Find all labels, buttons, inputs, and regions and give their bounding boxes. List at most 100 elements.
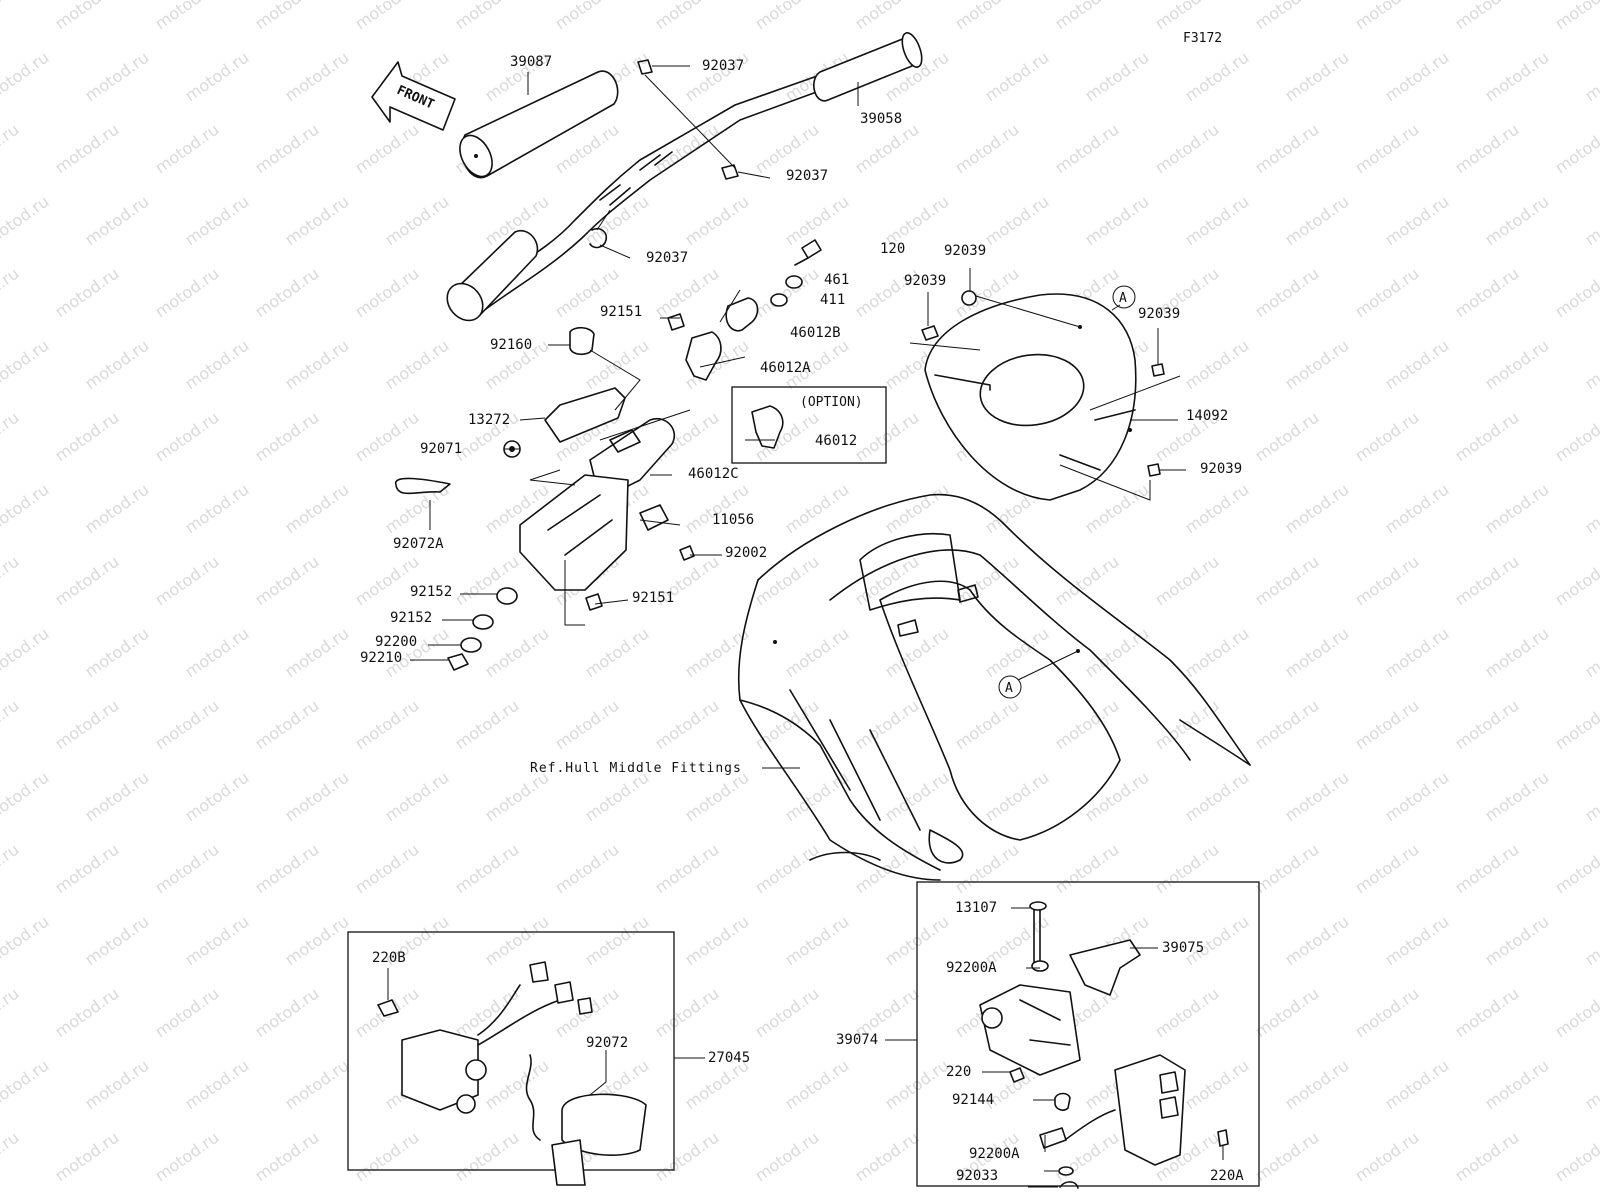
part-number-label: 92002 bbox=[725, 545, 767, 561]
watermark-text: motod.ru bbox=[51, 696, 122, 754]
clip-92037-c bbox=[589, 227, 608, 249]
washer-92200 bbox=[460, 637, 482, 653]
watermark-text: motod.ru bbox=[251, 1128, 322, 1186]
watermark-text: motod.ru bbox=[751, 0, 822, 33]
part-number-label: 220 bbox=[946, 1064, 971, 1080]
watermark-text: motod.ru bbox=[651, 0, 722, 33]
watermark-text: motod.ru bbox=[1481, 1056, 1552, 1114]
watermark-text: motod.ru bbox=[351, 552, 422, 610]
watermark-text: motod.ru bbox=[451, 696, 522, 754]
watermark-text: motod.ru bbox=[1451, 840, 1522, 898]
watermark-text: motod.ru bbox=[1281, 912, 1352, 970]
part-number-label: 13272 bbox=[468, 412, 510, 428]
watermark-text: motod.ru bbox=[51, 840, 122, 898]
watermark-text: motod.ru bbox=[151, 984, 222, 1042]
part-number-label: 27045 bbox=[708, 1050, 750, 1066]
watermark-text: motod.ru bbox=[151, 264, 222, 322]
watermark-text: motod.ru bbox=[1451, 120, 1522, 178]
watermark-text: motod.ru bbox=[1581, 1056, 1600, 1114]
leaders-cover bbox=[909, 268, 1186, 501]
watermark-text: motod.ru bbox=[1181, 48, 1252, 106]
watermark-text: motod.ru bbox=[251, 696, 322, 754]
watermark-text: motod.ru bbox=[151, 552, 222, 610]
watermark-text: motod.ru bbox=[1581, 624, 1600, 682]
watermark-text: motod.ru bbox=[51, 120, 122, 178]
lever-11056 bbox=[639, 504, 669, 531]
watermark-text: motod.ru bbox=[181, 480, 252, 538]
watermark-text: motod.ru bbox=[281, 48, 352, 106]
watermark-text: motod.ru bbox=[881, 480, 952, 538]
kit-box-27045 bbox=[347, 931, 675, 1171]
watermark-text: motod.ru bbox=[81, 768, 152, 826]
watermark-text: motod.ru bbox=[1251, 120, 1322, 178]
watermark-text: motod.ru bbox=[251, 0, 322, 33]
watermark-text: motod.ru bbox=[1481, 912, 1552, 970]
watermark-text: motod.ru bbox=[1351, 120, 1422, 178]
watermark-text: motod.ru bbox=[681, 48, 752, 106]
watermark-text: motod.ru bbox=[251, 552, 322, 610]
watermark-text: motod.ru bbox=[1451, 696, 1522, 754]
watermark-text: motod.ru bbox=[1581, 192, 1600, 250]
bolt-120 bbox=[794, 239, 822, 266]
leaders-39074 bbox=[885, 907, 1224, 1188]
watermark-text: motod.ru bbox=[851, 696, 922, 754]
watermark-text: motod.ru bbox=[151, 840, 222, 898]
watermark-text: motod.ru bbox=[951, 0, 1022, 33]
part-number-label: 13107 bbox=[955, 900, 997, 916]
watermark-text: motod.ru bbox=[81, 1056, 152, 1114]
watermark-text: motod.ru bbox=[281, 1056, 352, 1114]
watermark-text: motod.ru bbox=[81, 192, 152, 250]
watermark-text: motod.ru bbox=[881, 768, 952, 826]
watermark-text: motod.ru bbox=[1551, 552, 1600, 610]
watermark-text: motod.ru bbox=[1251, 0, 1322, 33]
watermark-text: motod.ru bbox=[1451, 552, 1522, 610]
watermark-text: motod.ru bbox=[981, 48, 1052, 106]
watermark-text: motod.ru bbox=[1551, 120, 1600, 178]
watermark-text: motod.ru bbox=[51, 984, 122, 1042]
watermark-text: motod.ru bbox=[1581, 48, 1600, 106]
watermark-text: motod.ru bbox=[81, 624, 152, 682]
watermark-text: motod.ru bbox=[751, 984, 822, 1042]
watermark-text: motod.ru bbox=[351, 264, 422, 322]
watermark-text: motod.ru bbox=[481, 912, 552, 970]
watermark-text: motod.ru bbox=[1451, 1128, 1522, 1186]
front-arrow-icon: FRONT bbox=[371, 61, 456, 131]
watermark-text: motod.ru bbox=[281, 912, 352, 970]
watermark-text: motod.ru bbox=[1451, 984, 1522, 1042]
watermark-text: motod.ru bbox=[551, 0, 622, 33]
washer-411 bbox=[770, 293, 788, 307]
collar-92160 bbox=[569, 326, 595, 356]
watermark-text: motod.ru bbox=[1181, 336, 1252, 394]
leaders-middle bbox=[410, 289, 775, 661]
watermark-text: motod.ru bbox=[681, 192, 752, 250]
watermark-text: motod.ru bbox=[581, 624, 652, 682]
leaders-27045 bbox=[387, 968, 705, 1096]
watermark-text: motod.ru bbox=[1581, 768, 1600, 826]
watermark-text: motod.ru bbox=[951, 840, 1022, 898]
part-number-label: 92039 bbox=[1138, 306, 1180, 322]
watermark-text: motod.ru bbox=[981, 624, 1052, 682]
callout-a-hull: A bbox=[998, 650, 1079, 699]
watermark-text: motod.ru bbox=[951, 696, 1022, 754]
watermark-text: motod.ru bbox=[351, 408, 422, 466]
watermark-text: motod.ru bbox=[0, 192, 52, 250]
watermark-text: motod.ru bbox=[1381, 912, 1452, 970]
watermark-text: motod.ru bbox=[1481, 336, 1552, 394]
watermark-text: motod.ru bbox=[81, 336, 152, 394]
watermark-text: motod.ru bbox=[451, 1128, 522, 1186]
part-number-label: 92144 bbox=[952, 1092, 994, 1108]
watermark-text: motod.ru bbox=[51, 1128, 122, 1186]
watermark-text: motod.ru bbox=[1081, 768, 1152, 826]
watermark-text: motod.ru bbox=[1181, 192, 1252, 250]
option-label: (OPTION) bbox=[800, 395, 863, 410]
watermark-text: motod.ru bbox=[0, 480, 52, 538]
watermark-text: motod.ru bbox=[381, 336, 452, 394]
watermark-text: motod.ru bbox=[1381, 624, 1452, 682]
watermark-text: motod.ru bbox=[381, 480, 452, 538]
watermark-text: motod.ru bbox=[1051, 696, 1122, 754]
watermark-text: motod.ru bbox=[1251, 840, 1322, 898]
clamp-46012A bbox=[685, 331, 722, 381]
watermark-text: motod.ru bbox=[451, 840, 522, 898]
figure-code: F3172 bbox=[1183, 31, 1222, 46]
